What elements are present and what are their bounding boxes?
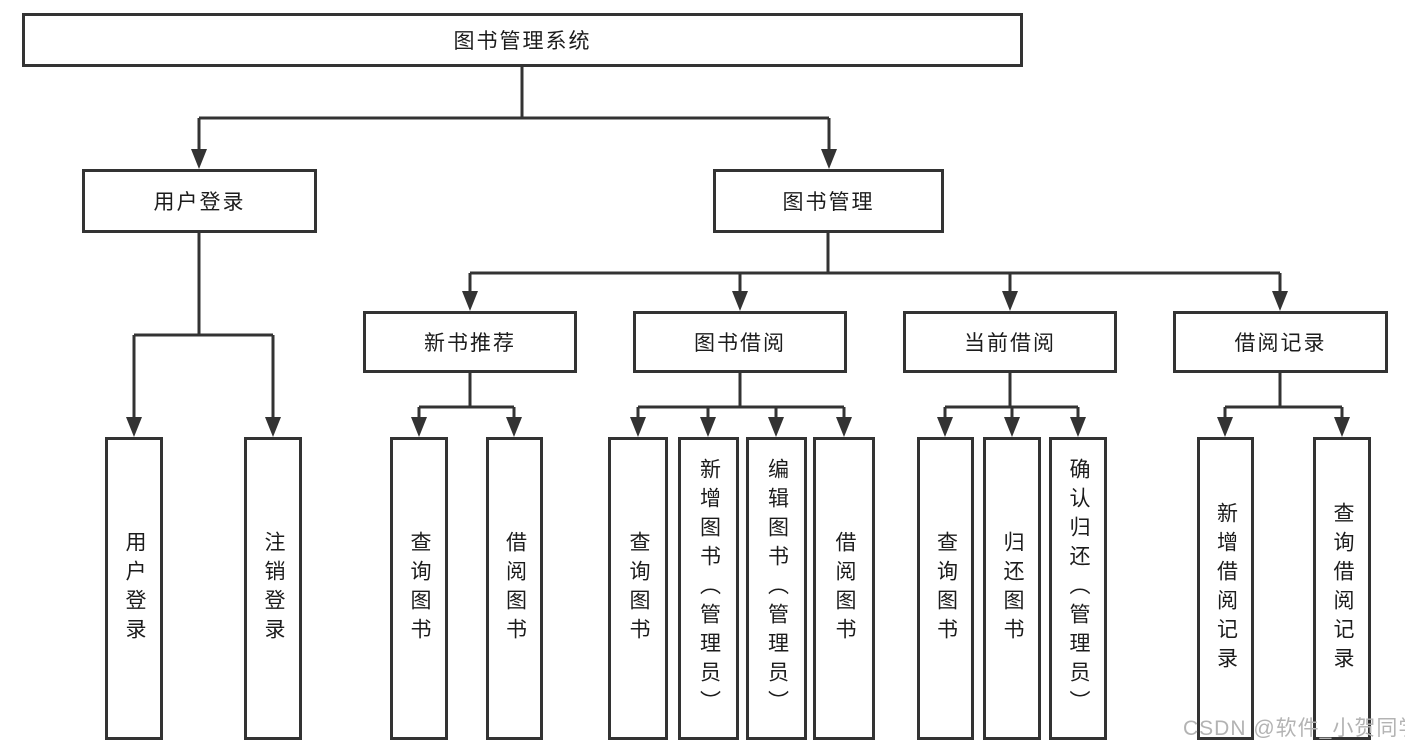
node-new-book-recommend: 新书推荐 — [363, 311, 577, 373]
node-user-login-module: 用户登录 — [82, 169, 317, 233]
leaf-return-books: 归还图书 — [983, 437, 1041, 740]
node-current-borrow: 当前借阅 — [903, 311, 1117, 373]
node-borrow-records: 借阅记录 — [1173, 311, 1388, 373]
leaf-query-books-2: 查询图书 — [608, 437, 668, 740]
node-root: 图书管理系统 — [22, 13, 1023, 67]
leaf-logout: 注销登录 — [244, 437, 302, 740]
node-book-management-module: 图书管理 — [713, 169, 944, 233]
leaf-add-books-admin: 新增图书（管理员） — [678, 437, 739, 740]
leaf-edit-books-admin: 编辑图书（管理员） — [746, 437, 807, 740]
node-book-borrow: 图书借阅 — [633, 311, 847, 373]
leaf-query-books-1: 查询图书 — [390, 437, 448, 740]
leaf-borrow-books-1: 借阅图书 — [486, 437, 543, 740]
leaf-user-login: 用户登录 — [105, 437, 163, 740]
leaf-confirm-return-admin: 确认归还（管理员） — [1049, 437, 1107, 740]
leaf-query-books-3: 查询图书 — [917, 437, 974, 740]
leaf-query-borrow-record: 查询借阅记录 — [1313, 437, 1371, 740]
watermark: CSDN @软件_小贺同学 — [1183, 717, 1405, 740]
leaf-add-borrow-record: 新增借阅记录 — [1197, 437, 1254, 740]
leaf-borrow-books-2: 借阅图书 — [813, 437, 875, 740]
